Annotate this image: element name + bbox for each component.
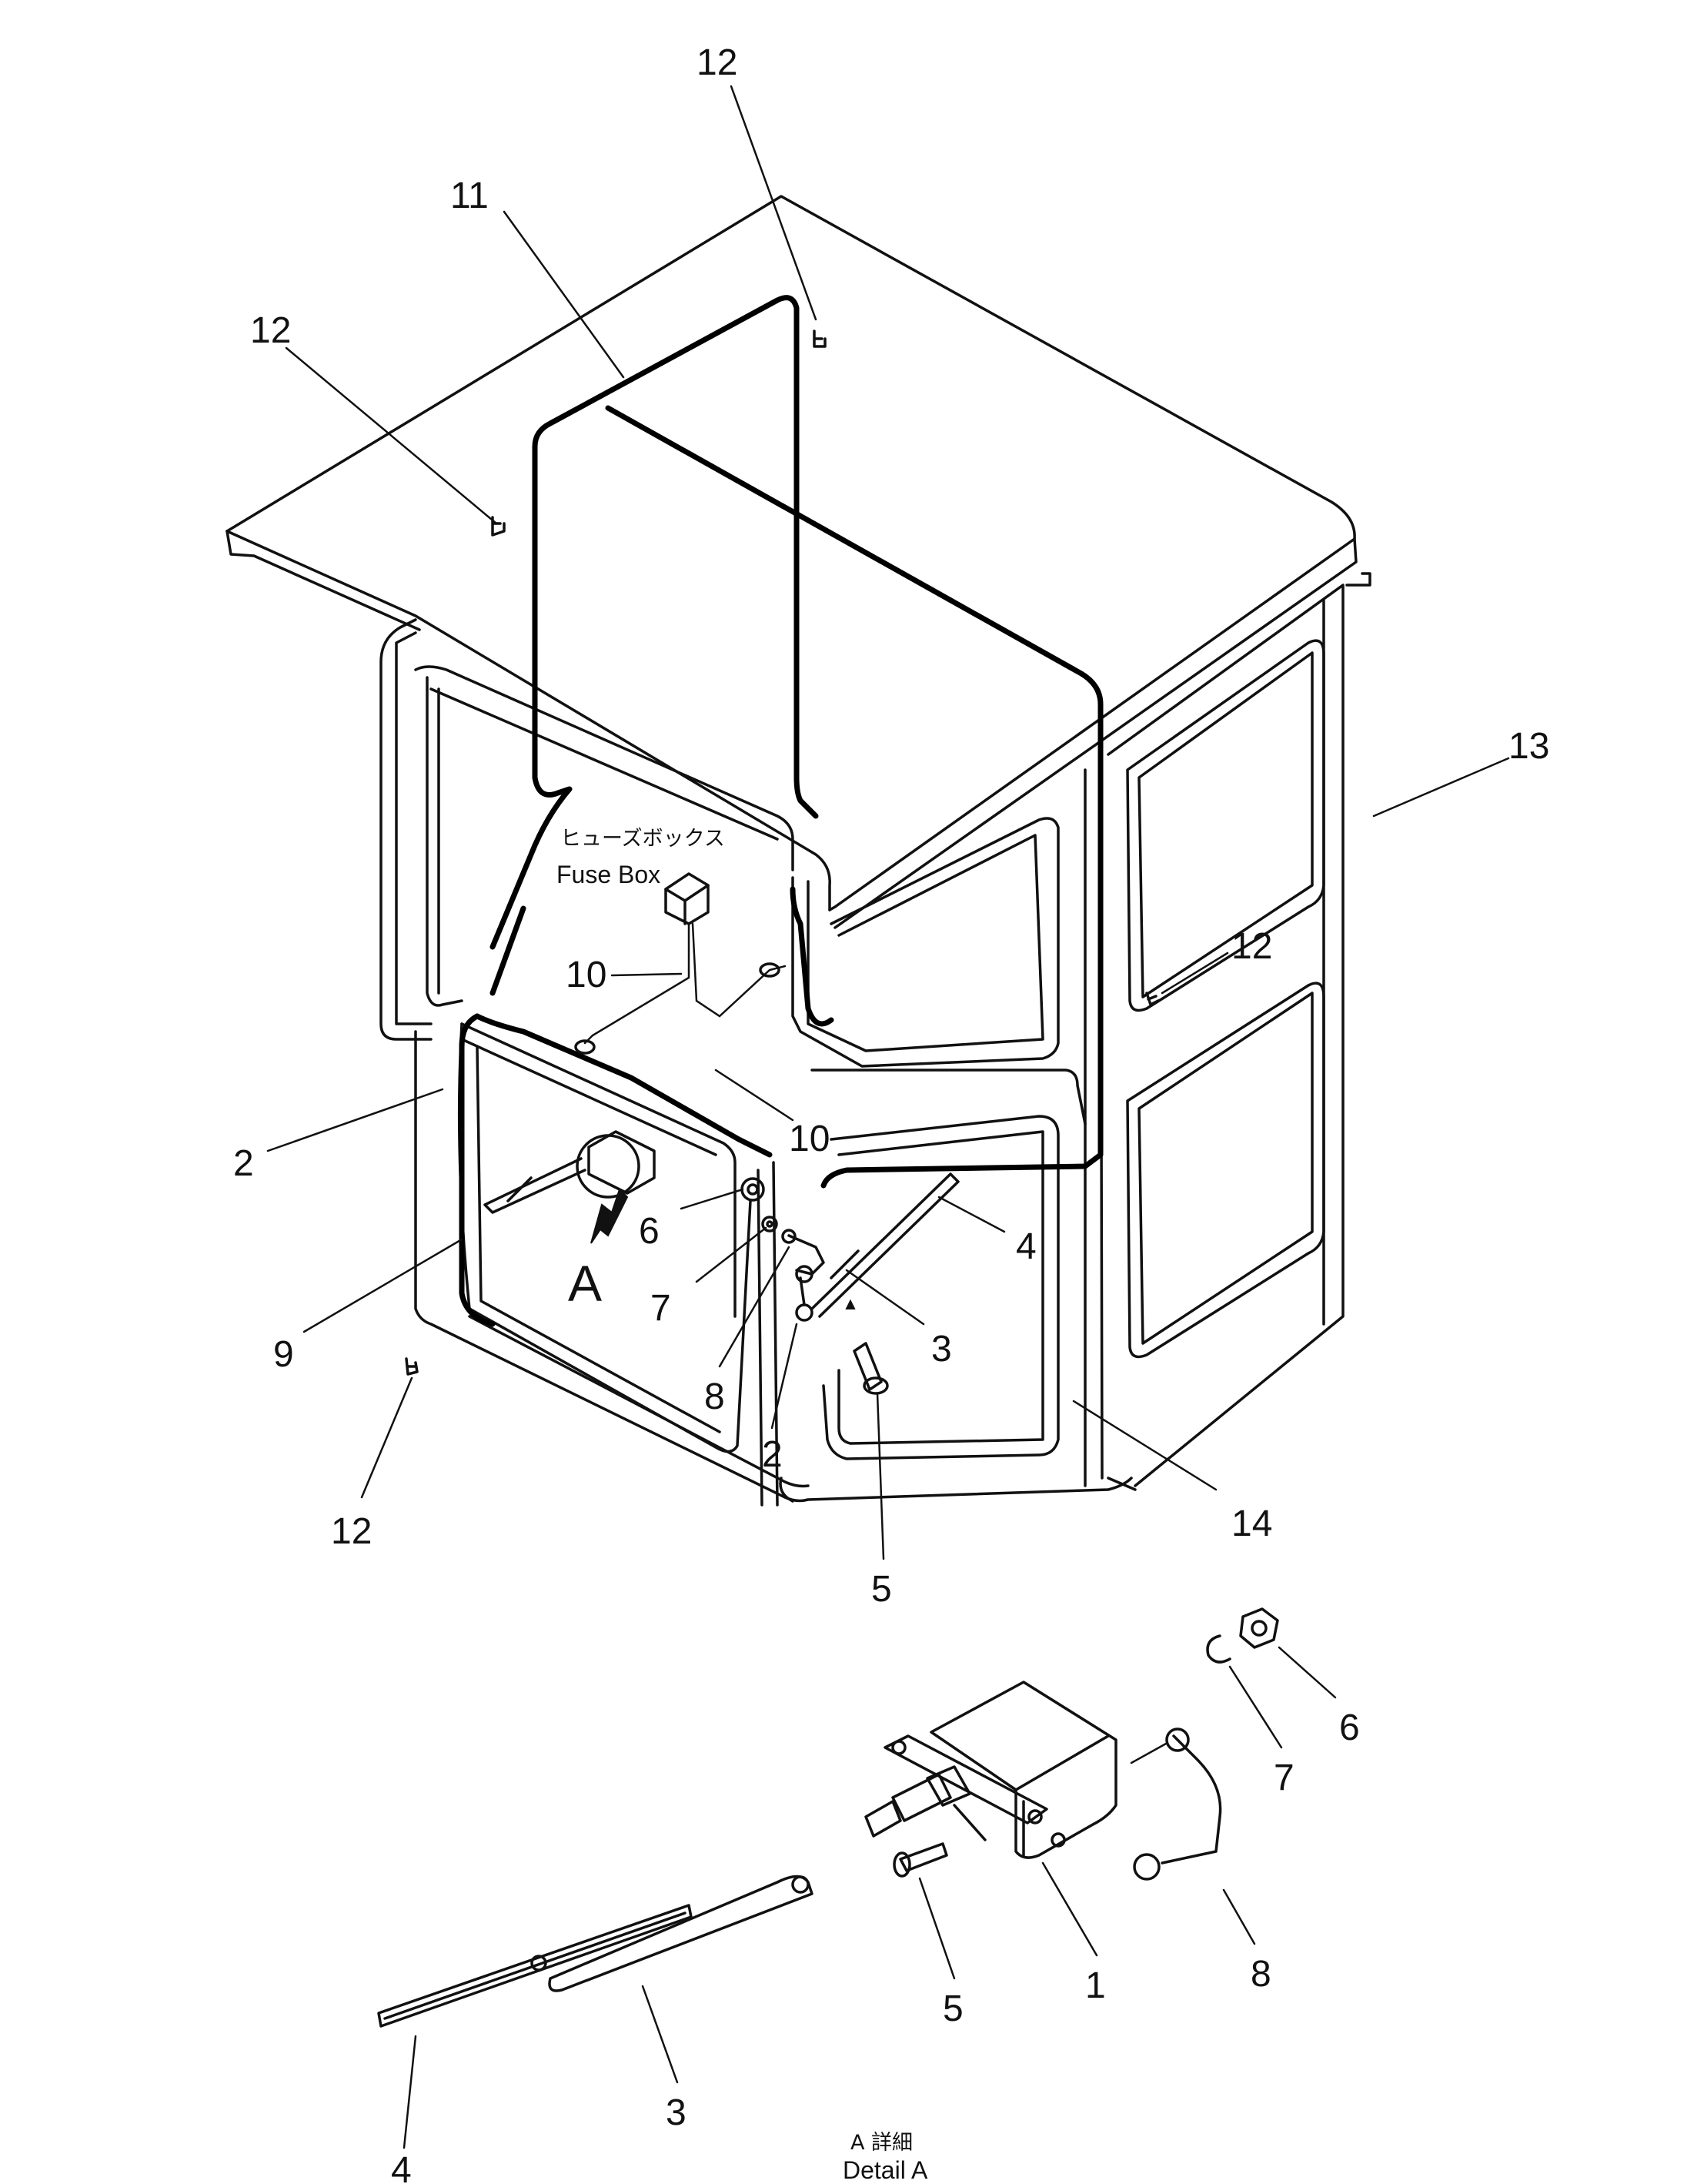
detail-caption-english: Detail A (843, 2156, 928, 2184)
callout-2-left: 2 (233, 1143, 254, 1184)
fuse-box-label-english: Fuse Box (556, 861, 660, 888)
callout-10-lower: 10 (789, 1119, 830, 1159)
detail-callout-4: 4 (391, 2150, 412, 2184)
detail-wiper-arm-blade (377, 1875, 813, 2149)
detail-callout-1: 1 (1085, 1965, 1106, 2006)
detail-callout-8: 8 (1251, 1954, 1271, 1995)
callout-labels: 12 11 12 13 12 10 10 2 6 4 7 9 3 8 2 12 … (233, 42, 1549, 2184)
fuse-box-label-japanese: ヒューズボックス (560, 827, 725, 851)
clip-12-right (1145, 992, 1160, 1006)
cab-roof (225, 195, 1371, 929)
clip-12-left (491, 516, 506, 537)
clip-12-top (813, 329, 827, 348)
detail-a-marker: A (568, 1255, 602, 1312)
callout-12-right: 12 (1231, 926, 1272, 967)
fuse-box (574, 872, 787, 1055)
clip-12-bottom (405, 1357, 419, 1376)
callout-12-left: 12 (250, 310, 291, 351)
detail-wiper-motor (864, 1607, 1337, 1980)
callout-7: 7 (650, 1288, 671, 1329)
callout-13: 13 (1508, 726, 1549, 767)
callout-4: 4 (1016, 1226, 1037, 1267)
callout-12-bottom: 12 (331, 1511, 372, 1552)
callout-6: 6 (639, 1211, 660, 1252)
callout-3: 3 (931, 1329, 952, 1370)
callout-5: 5 (871, 1569, 892, 1610)
callout-14: 14 (1231, 1503, 1272, 1544)
detail-callout-3: 3 (666, 2092, 686, 2133)
callout-11: 11 (450, 176, 489, 216)
callout-10-upper: 10 (566, 955, 606, 995)
detail-callout-5: 5 (943, 1988, 964, 2029)
callout-9: 9 (273, 1334, 294, 1375)
leader-lines (266, 85, 1510, 1560)
detail-callout-6: 6 (1339, 1707, 1360, 1748)
wiper-motor-installed (483, 1130, 960, 1395)
detail-callout-7: 7 (1274, 1758, 1294, 1798)
callout-2-bottom: 2 (762, 1434, 783, 1475)
cab-body (379, 584, 1345, 1507)
wiring-harness (459, 295, 1104, 1327)
callout-12-top: 12 (697, 42, 737, 83)
detail-caption-japanese: A 詳細 (850, 2131, 913, 2155)
callout-8: 8 (704, 1376, 725, 1417)
